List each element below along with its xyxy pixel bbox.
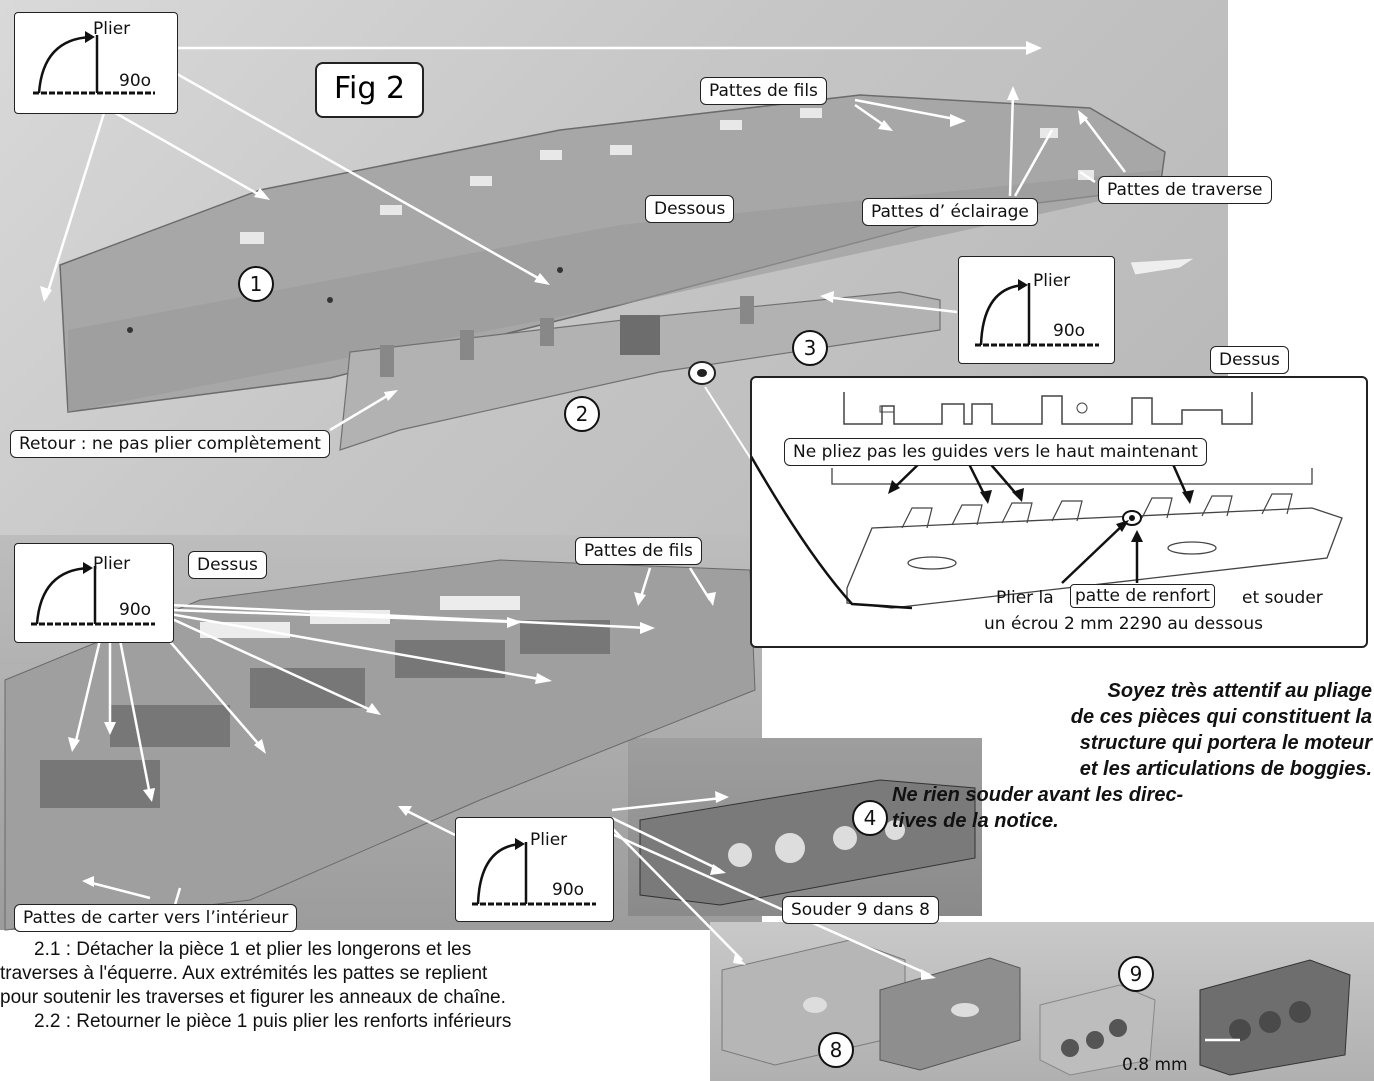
part-number-2: 2 <box>564 396 600 432</box>
body-line: 2.1 : Détacher la pièce 1 et plier les l… <box>34 939 472 960</box>
label-pattes-de-carter: Pattes de carter vers l’intérieur <box>14 904 298 932</box>
note-line: tives de la notice. <box>892 810 1059 832</box>
label-renfort-pre: Plier la <box>996 588 1054 608</box>
label-retour: Retour : ne pas plier complètement <box>10 430 330 458</box>
label-renfort-post: et souder <box>1242 588 1323 608</box>
bend-90-icon <box>472 838 596 906</box>
plier-label: Plier <box>1033 271 1071 291</box>
label-dessus-left: Dessus <box>188 551 267 579</box>
plier-label: Plier <box>93 19 131 39</box>
label-pattes-de-fils-bottom: Pattes de fils <box>575 537 702 565</box>
body-line: 2.2 : Retourner le pièce 1 puis plier le… <box>34 1011 512 1032</box>
bend-90-icon <box>31 562 155 626</box>
label-souder: Souder 9 dans 8 <box>782 896 939 924</box>
label-pattes-de-fils-top: Pattes de fils <box>700 77 827 105</box>
part-number-8: 8 <box>818 1032 854 1068</box>
inset-drawing: Ne pliez pas les guides vers le haut mai… <box>750 376 1368 648</box>
inset-part-sketch <box>752 392 1343 610</box>
bend-90-icon <box>975 279 1099 347</box>
label-dessus-right: Dessus <box>1210 346 1289 374</box>
label-renfort-boxed: patte de renfort <box>1070 584 1215 608</box>
plier-angle: 90o <box>552 880 585 900</box>
plier-label: Plier <box>530 830 568 850</box>
label-dessous: Dessous <box>645 195 735 223</box>
note-line: de ces pièces qui constituent la <box>1070 706 1372 728</box>
note-line: et les articulations de boggies. <box>1079 758 1372 780</box>
plier-box-right: Plier 90o <box>958 256 1115 364</box>
label-pattes-eclairage: Pattes d’ éclairage <box>862 198 1038 226</box>
note-line: Ne rien souder avant les direc- <box>892 784 1184 806</box>
body-line: pour soutenir les traverses et figurer l… <box>0 987 506 1008</box>
figure-label: Fig 2 <box>315 62 424 118</box>
plier-box-bottom-center: Plier 90o <box>455 817 614 922</box>
plier-angle: 90o <box>1053 321 1086 341</box>
plier-box-top-left: Plier 90o <box>14 12 178 114</box>
label-thickness: 0.8 mm <box>1122 1055 1188 1075</box>
label-guides-note: Ne pliez pas les guides vers le haut mai… <box>784 438 1207 466</box>
label-pattes-de-traverse: Pattes de traverse <box>1098 176 1272 204</box>
plier-angle: 90o <box>119 71 152 91</box>
label-renfort-line2: un écrou 2 mm 2290 au dessous <box>984 614 1263 634</box>
warning-note: Soyez très attentif au pliage de ces piè… <box>780 678 1372 834</box>
note-line: Soyez très attentif au pliage <box>1107 680 1372 702</box>
body-line: traverses à l'équerre. Aux extrémités le… <box>0 963 488 984</box>
note-line: structure qui portera le moteur <box>1079 732 1372 754</box>
bend-90-icon <box>33 31 155 95</box>
plier-box-lower-left: Plier 90o <box>14 543 174 643</box>
part-number-4: 4 <box>852 800 888 836</box>
plier-label: Plier <box>93 554 131 574</box>
part-number-1: 1 <box>238 266 274 302</box>
part-number-3: 3 <box>792 330 828 366</box>
part-number-9: 9 <box>1118 956 1154 992</box>
instructions-text: 2.1 : Détacher la pièce 1 et plier les l… <box>0 938 700 1034</box>
plier-angle: 90o <box>119 600 152 620</box>
